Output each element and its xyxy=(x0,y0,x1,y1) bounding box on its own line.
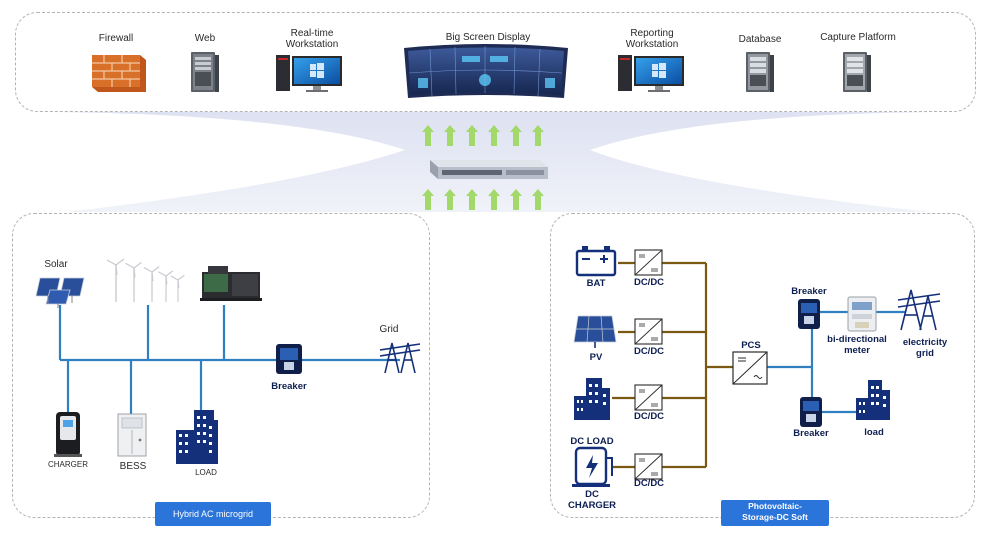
dc-bus-lines xyxy=(612,261,733,469)
pv-label: PV xyxy=(589,352,603,363)
bess-cabinet-icon xyxy=(117,413,147,457)
dc-load-building-icon xyxy=(574,378,610,420)
web-label: Web xyxy=(194,33,216,44)
dcdc-converter-icon xyxy=(634,453,663,480)
dcdc-label-1: DC/DC xyxy=(633,277,665,288)
battery-icon xyxy=(575,246,617,277)
database-server-icon xyxy=(746,52,774,92)
dcdc-converter-icon xyxy=(634,384,663,411)
up-arrow-icon xyxy=(466,189,478,210)
dcdc-label-3: DC/DC xyxy=(633,411,665,422)
electricity-grid-tower-icon xyxy=(897,289,941,331)
dc-title-line1: Photovoltaic- xyxy=(748,501,802,511)
ac-breaker-label: Breaker xyxy=(271,381,307,392)
wind-turbine xyxy=(158,270,174,302)
up-arrow-icon xyxy=(422,125,434,146)
dcdc-converter-icon xyxy=(634,249,663,276)
database-label: Database xyxy=(738,34,782,45)
wind-turbine xyxy=(106,258,125,302)
dc-breaker-lower-label: Breaker xyxy=(793,428,829,439)
ac-microgrid-title-badge: Hybrid AC microgrid xyxy=(155,502,271,526)
wind-turbine xyxy=(170,274,185,302)
dc-title-line2: Storage-DC Soft xyxy=(742,512,808,522)
generator-icon xyxy=(200,266,262,301)
dcdc-label-4: DC/DC xyxy=(633,478,665,489)
up-arrow-icon xyxy=(422,189,434,210)
bi-directional-meter-label: bi-directional meter xyxy=(820,334,894,356)
bat-label: BAT xyxy=(586,278,606,289)
dc-charger-label-line1: DC xyxy=(585,489,599,500)
gateway-device-icon xyxy=(430,160,548,179)
solar-panel-icon xyxy=(35,277,85,308)
realtime-label-line1: Real-time xyxy=(290,28,334,39)
firewall-label: Firewall xyxy=(98,33,134,44)
dc-side-load-label: load xyxy=(864,427,884,438)
dc-breaker-upper-label: Breaker xyxy=(791,286,827,297)
reporting-label-line1: Reporting xyxy=(630,28,674,39)
wind-turbine-icon xyxy=(106,258,185,302)
up-arrow-icon xyxy=(466,125,478,146)
ac-bus-lines xyxy=(58,305,400,425)
realtime-workstation-icon xyxy=(276,55,342,92)
up-arrow-icon xyxy=(488,189,500,210)
up-arrow-icon xyxy=(532,189,544,210)
reporting-workstation-label: Reporting Workstation xyxy=(612,28,692,50)
pcs-label: PCS xyxy=(741,340,761,351)
dc-charger-icon xyxy=(572,446,613,487)
capture-platform-label: Capture Platform xyxy=(820,32,896,43)
big-screen-label: Big Screen Display xyxy=(445,32,531,43)
pcs-converter-icon xyxy=(732,351,768,385)
bidirectional-meter-icon xyxy=(847,296,877,332)
dc-charger-label-line2: CHARGER xyxy=(567,500,617,511)
dcdc-converter-group xyxy=(634,249,663,480)
dcdc-converter-icon xyxy=(634,318,663,345)
dc-charger-label: DC CHARGER xyxy=(560,489,624,511)
solar-label: Solar xyxy=(44,259,68,270)
upper-system-box xyxy=(15,12,976,112)
wind-turbine xyxy=(125,261,142,302)
ev-charger-icon xyxy=(54,412,82,457)
pv-panel-icon xyxy=(573,315,617,348)
meter-label-line1: bi-directional xyxy=(827,334,887,345)
firewall-icon xyxy=(92,55,146,92)
dc-load-label: DC LOAD xyxy=(570,436,614,447)
charger-label: CHARGER xyxy=(47,460,88,469)
ac-load-label: LOAD xyxy=(195,468,217,477)
meter-label-line2: meter xyxy=(844,345,870,356)
reporting-workstation-icon xyxy=(618,55,684,92)
big-screen-display-icon xyxy=(404,44,568,98)
dc-side-load-building-icon xyxy=(856,380,890,420)
grid-label-line1: electricity xyxy=(902,337,948,348)
dc-breaker-lower-icon xyxy=(800,397,822,427)
up-arrow-icon xyxy=(488,125,500,146)
up-arrow-icon xyxy=(444,189,456,210)
reporting-label-line2: Workstation xyxy=(625,39,679,50)
bess-label: BESS xyxy=(119,461,147,472)
grid-label: Grid xyxy=(379,324,399,335)
upload-arrows xyxy=(422,125,544,210)
dc-breaker-upper-icon xyxy=(798,299,820,329)
up-arrow-icon xyxy=(510,189,522,210)
realtime-label-line2: Workstation xyxy=(285,39,339,50)
electricity-grid-label: electricity grid xyxy=(893,337,957,359)
realtime-workstation-label: Real-time Workstation xyxy=(272,28,352,50)
up-arrow-icon xyxy=(532,125,544,146)
dc-microgrid-title-badge: Photovoltaic- Storage-DC Soft xyxy=(721,500,829,526)
grid-label-line2: grid xyxy=(916,348,934,359)
wind-turbine xyxy=(143,266,160,302)
ac-grid-tower-icon xyxy=(379,342,421,374)
up-arrow-icon xyxy=(444,125,456,146)
web-server-icon xyxy=(191,52,219,92)
ac-load-building-icon xyxy=(176,410,218,464)
dcdc-label-2: DC/DC xyxy=(633,346,665,357)
up-arrow-icon xyxy=(510,125,522,146)
ac-breaker-icon xyxy=(276,344,302,374)
capture-platform-icon xyxy=(843,52,871,92)
